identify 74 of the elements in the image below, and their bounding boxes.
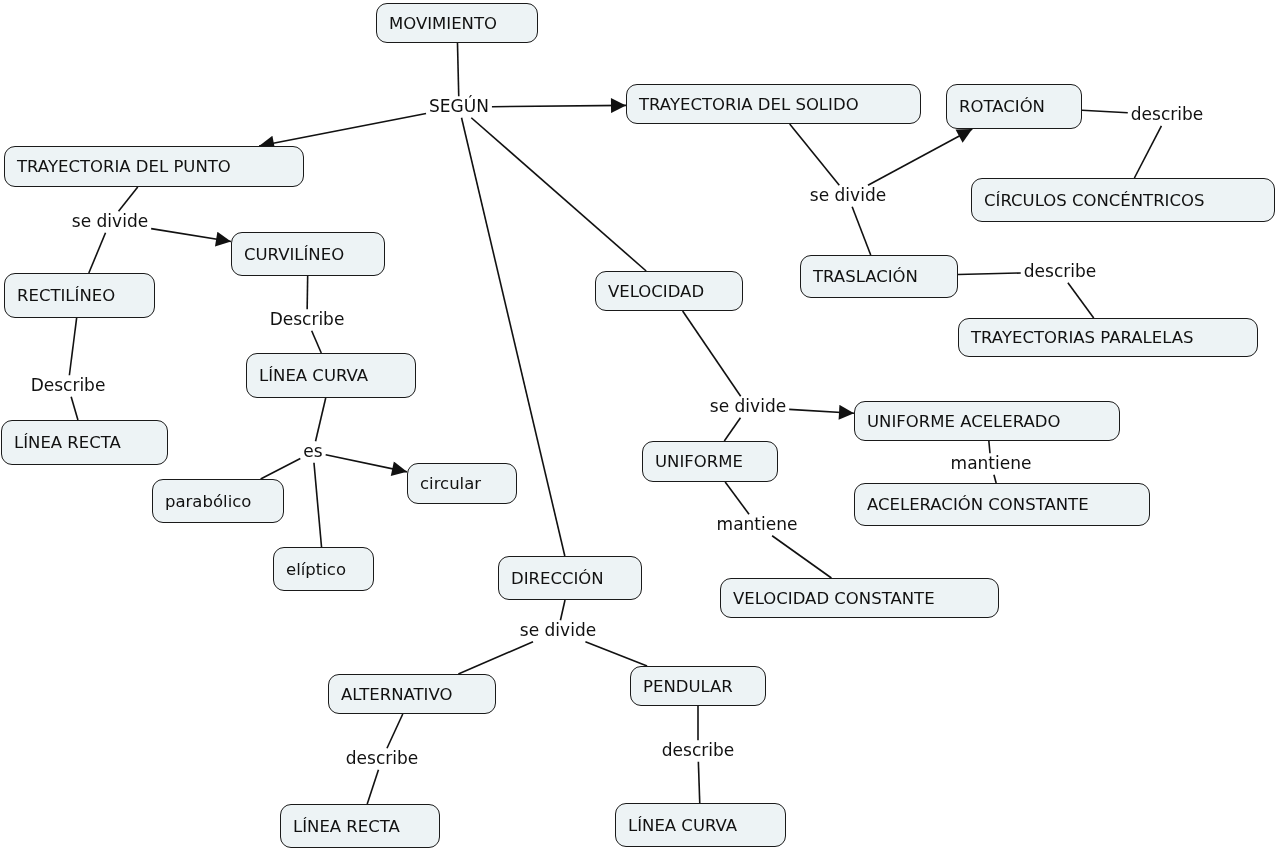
linking-phrase: SEGÚN xyxy=(426,96,492,118)
linking-phrase: Describe xyxy=(266,309,348,331)
connector-line xyxy=(1081,109,1129,114)
connector-line xyxy=(584,640,648,667)
connector-line xyxy=(306,275,309,311)
linking-phrase: es xyxy=(300,441,326,463)
linking-phrase: describe xyxy=(342,748,422,770)
connector-line xyxy=(68,317,78,377)
connector-line xyxy=(460,116,566,557)
linking-phrase: se divide xyxy=(806,185,890,207)
connector-line xyxy=(314,397,327,443)
concept-box: MOVIMIENTO xyxy=(376,3,538,43)
connector-line xyxy=(366,768,380,805)
connector-line xyxy=(559,599,566,622)
connector-line xyxy=(993,473,997,484)
concept-box: VELOCIDAD CONSTANTE xyxy=(720,578,999,618)
connector-line xyxy=(697,705,699,742)
concept-box: TRAYECTORIA DEL SOLIDO xyxy=(626,84,921,124)
connector-line xyxy=(723,416,742,442)
concept-box: CURVILÍNEO xyxy=(231,232,385,276)
concept-box: CÍRCULOS CONCÉNTRICOS xyxy=(971,178,1275,222)
concept-box: VELOCIDAD xyxy=(595,271,743,311)
linking-phrase: Describe xyxy=(27,375,109,397)
linking-phrase: se divide xyxy=(516,620,600,642)
concept-box: TRAYECTORIAS PARALELAS xyxy=(958,318,1258,357)
concept-box: TRAYECTORIA DEL PUNTO xyxy=(4,146,304,187)
connector-line xyxy=(771,534,833,579)
connector-line xyxy=(1133,124,1163,179)
concept-box: TRASLACIÓN xyxy=(800,255,958,298)
connector-line xyxy=(681,310,742,398)
connector-line xyxy=(457,640,534,675)
concept-box: elíptico xyxy=(273,547,374,591)
connector-line xyxy=(313,461,323,548)
linking-phrase: se divide xyxy=(68,211,152,233)
concept-box: ALTERNATIVO xyxy=(328,674,496,714)
connector-line xyxy=(988,440,991,455)
connector-line xyxy=(1067,281,1095,319)
connector-line xyxy=(697,760,701,804)
concept-box: circular xyxy=(407,463,517,504)
concept-box: LÍNEA CURVA xyxy=(615,803,786,847)
arrow xyxy=(150,227,232,247)
connector-line xyxy=(724,481,750,516)
concept-box: RECTILÍNEO xyxy=(4,273,155,318)
connector-line xyxy=(957,272,1022,276)
concept-box: DIRECCIÓN xyxy=(498,556,642,600)
concept-box: UNIFORME ACELERADO xyxy=(854,401,1120,441)
arrow xyxy=(867,128,974,187)
linking-phrase: mantiene xyxy=(947,453,1035,475)
concept-box: UNIFORME xyxy=(642,441,778,482)
connector-line xyxy=(386,713,404,750)
connector-line xyxy=(259,457,302,480)
connector-line xyxy=(88,231,107,274)
concept-box: LÍNEA RECTA xyxy=(1,420,168,465)
linking-phrase: describe xyxy=(1020,261,1100,283)
linking-phrase: describe xyxy=(658,740,738,762)
connector-line xyxy=(788,123,841,187)
connector-line xyxy=(310,329,323,354)
arrow xyxy=(788,404,855,420)
arrow xyxy=(324,453,408,477)
connector-line xyxy=(470,116,647,272)
connector-line xyxy=(851,205,872,256)
connector-line xyxy=(117,186,139,213)
concept-box: LÍNEA CURVA xyxy=(246,353,416,398)
concept-box: ACELERACIÓN CONSTANTE xyxy=(854,483,1150,526)
concept-box: parabólico xyxy=(152,479,284,523)
concept-box: PENDULAR xyxy=(630,666,766,706)
linking-phrase: se divide xyxy=(706,396,790,418)
concept-box: ROTACIÓN xyxy=(946,84,1082,129)
concept-box: LÍNEA RECTA xyxy=(280,804,440,848)
connector-line xyxy=(70,395,79,421)
connector-line xyxy=(456,42,460,98)
linking-phrase: mantiene xyxy=(713,514,801,536)
arrow xyxy=(491,98,627,114)
linking-phrase: describe xyxy=(1127,104,1207,126)
